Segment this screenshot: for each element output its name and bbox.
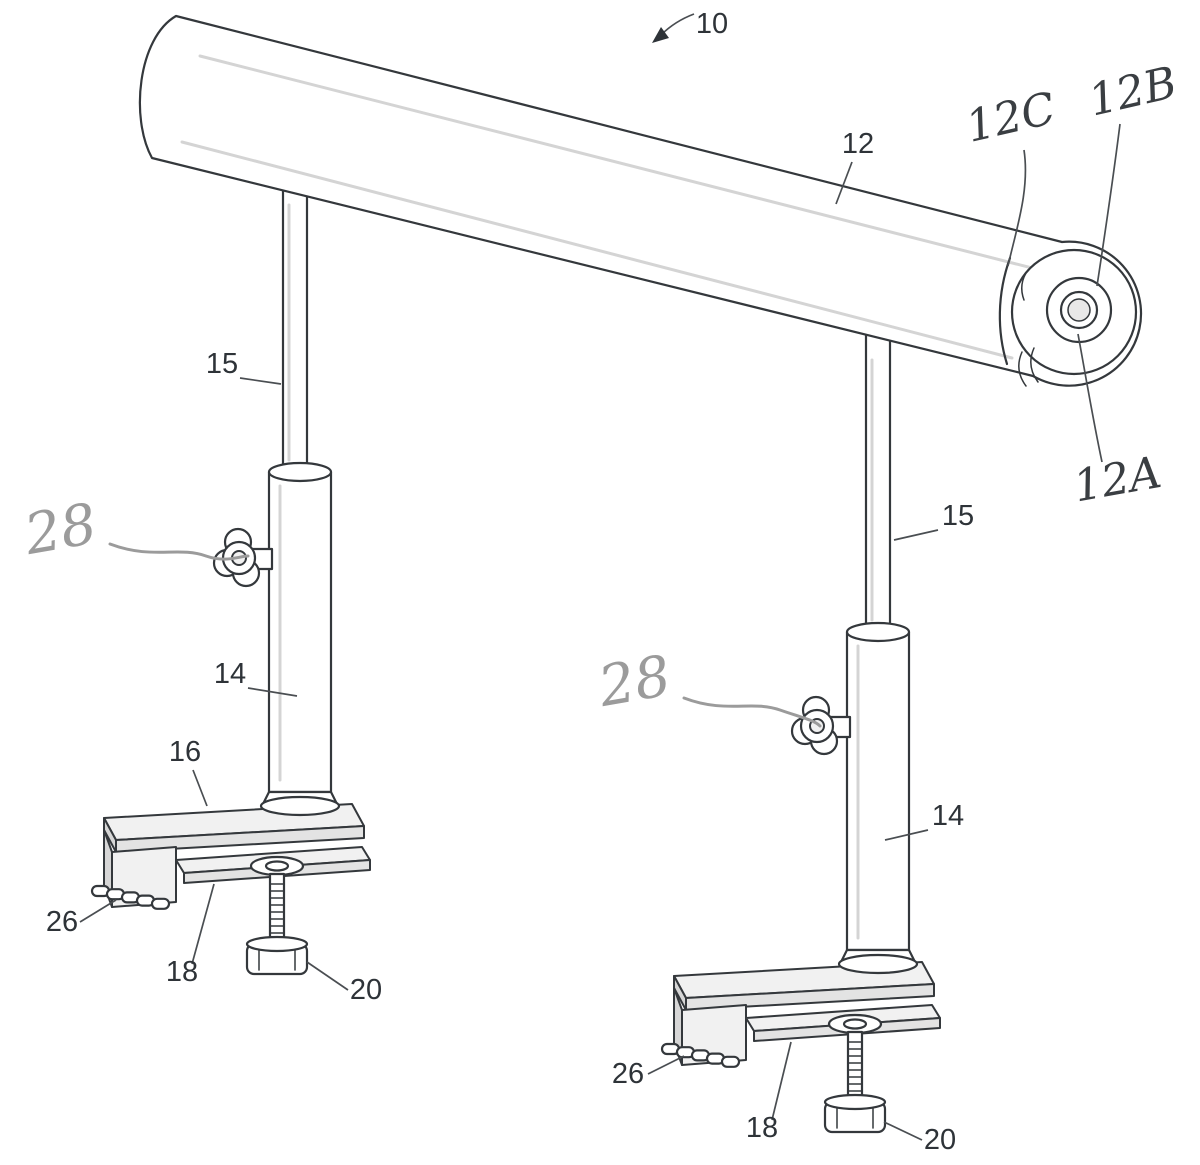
leader-12 xyxy=(835,161,853,205)
clamp-washer-hole-right xyxy=(842,1018,868,1030)
roller-body xyxy=(138,14,1143,387)
clamp-washer-hole-left xyxy=(264,860,290,872)
label-28-right: 28 xyxy=(593,644,675,721)
roller-end-hole-inner xyxy=(1067,298,1091,322)
label-12C: 12C xyxy=(961,83,1060,153)
leader-18-right xyxy=(771,1041,792,1121)
desk-clamp-left xyxy=(90,803,371,976)
label-12B: 12B xyxy=(1084,57,1182,127)
leader-28-left xyxy=(108,542,250,561)
leader-10-arrowhead xyxy=(652,27,669,43)
label-18-right: 18 xyxy=(746,1112,778,1144)
roller-highlight xyxy=(198,54,1042,272)
label-18-left: 18 xyxy=(166,956,198,988)
leader-18-left xyxy=(191,883,215,965)
label-15-left: 15 xyxy=(206,348,238,380)
clamp-knob-facets-right xyxy=(836,1107,874,1129)
label-16: 16 xyxy=(169,736,201,768)
leader-15-left xyxy=(239,377,282,385)
tube-base-right xyxy=(837,953,919,975)
leader-26-left xyxy=(79,899,117,923)
reference-numerals: 10 12 12C 12B 12A 15 15 14 14 16 26 18 2… xyxy=(19,8,1181,1156)
label-12A: 12A xyxy=(1070,447,1165,512)
label-14-left: 14 xyxy=(214,658,246,690)
leader-14-left xyxy=(247,687,298,697)
label-28-left: 28 xyxy=(19,492,101,569)
grip-ridge xyxy=(150,897,171,910)
label-12: 12 xyxy=(842,128,874,160)
adjust-knob-right xyxy=(790,695,852,756)
leader-14-right xyxy=(884,829,929,841)
clamp-knob-facets-left xyxy=(258,949,296,971)
adjust-knob-left xyxy=(212,527,274,588)
leader-12C xyxy=(1007,149,1027,267)
label-20-left: 20 xyxy=(350,974,382,1006)
label-10: 10 xyxy=(696,8,728,40)
clamp-knob-top-right xyxy=(823,1093,887,1111)
leader-28-right xyxy=(682,696,822,728)
tube-base-left xyxy=(259,795,341,817)
leader-lines xyxy=(79,13,1121,1141)
leader-26-right xyxy=(647,1055,685,1075)
roller-seam xyxy=(998,256,1012,366)
tube-collar-left xyxy=(267,461,333,483)
leader-20-right xyxy=(883,1121,923,1141)
leader-12A xyxy=(1077,333,1103,463)
upper-rod-left xyxy=(281,183,309,477)
desk-clamp-right xyxy=(660,961,941,1134)
upper-rod-right xyxy=(864,328,892,634)
label-20-right: 20 xyxy=(924,1124,956,1156)
end-cap-notch xyxy=(1018,347,1039,387)
leader-12B xyxy=(1096,123,1121,287)
label-14-right: 14 xyxy=(932,800,964,832)
clamp-knob-top-left xyxy=(245,935,309,953)
grip-ridge xyxy=(720,1055,741,1068)
label-26-right: 26 xyxy=(612,1058,644,1090)
leader-16 xyxy=(192,769,208,807)
clamp-screw-left xyxy=(268,872,286,948)
tube-collar-right xyxy=(845,621,911,643)
grip-ridges-right xyxy=(660,1042,741,1068)
end-cap-slit xyxy=(1021,269,1029,301)
clamp-screw-right xyxy=(846,1030,864,1106)
leader-20-left xyxy=(306,961,349,991)
roller-lowlight xyxy=(180,140,1014,360)
roller-bar xyxy=(138,14,1143,387)
grip-ridges-left xyxy=(90,884,171,910)
pole-right xyxy=(790,328,919,975)
lower-tube-left xyxy=(267,470,333,794)
label-26-left: 26 xyxy=(46,906,78,938)
pole-left xyxy=(212,183,341,817)
lower-tube-right xyxy=(845,630,911,952)
leader-15-right xyxy=(893,529,939,541)
label-15-right: 15 xyxy=(942,500,974,532)
leader-10 xyxy=(660,13,695,36)
